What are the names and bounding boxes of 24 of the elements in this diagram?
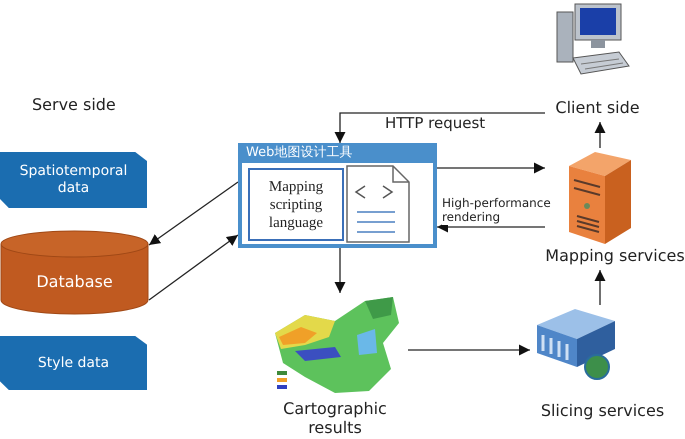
node-label: Client side	[554, 98, 641, 118]
arrow	[148, 234, 238, 301]
arrow	[437, 222, 545, 232]
node-label: Style data	[36, 354, 110, 372]
node-label: Spatiotemporal data	[18, 163, 128, 197]
arrow	[148, 181, 238, 246]
node-label: Slicing services	[540, 401, 666, 420]
arrow	[437, 162, 545, 174]
panel-title: Web地图设计工具	[246, 145, 352, 161]
node-label: Mapping services	[545, 246, 685, 266]
arrow	[408, 344, 530, 356]
arrow	[594, 270, 606, 305]
data-box	[0, 152, 147, 208]
node-label: Cartographic results	[282, 399, 388, 438]
arrow	[594, 122, 606, 148]
section-label: Serve side	[32, 95, 116, 114]
tool-panel	[238, 143, 437, 248]
arrow	[334, 112, 545, 143]
node-label: Mapping scripting language	[268, 178, 324, 232]
node-label: Database	[35, 272, 114, 292]
data-box	[0, 336, 147, 390]
script-box	[248, 168, 344, 241]
arrow	[334, 248, 346, 293]
edge-label: HTTP request	[385, 114, 486, 132]
